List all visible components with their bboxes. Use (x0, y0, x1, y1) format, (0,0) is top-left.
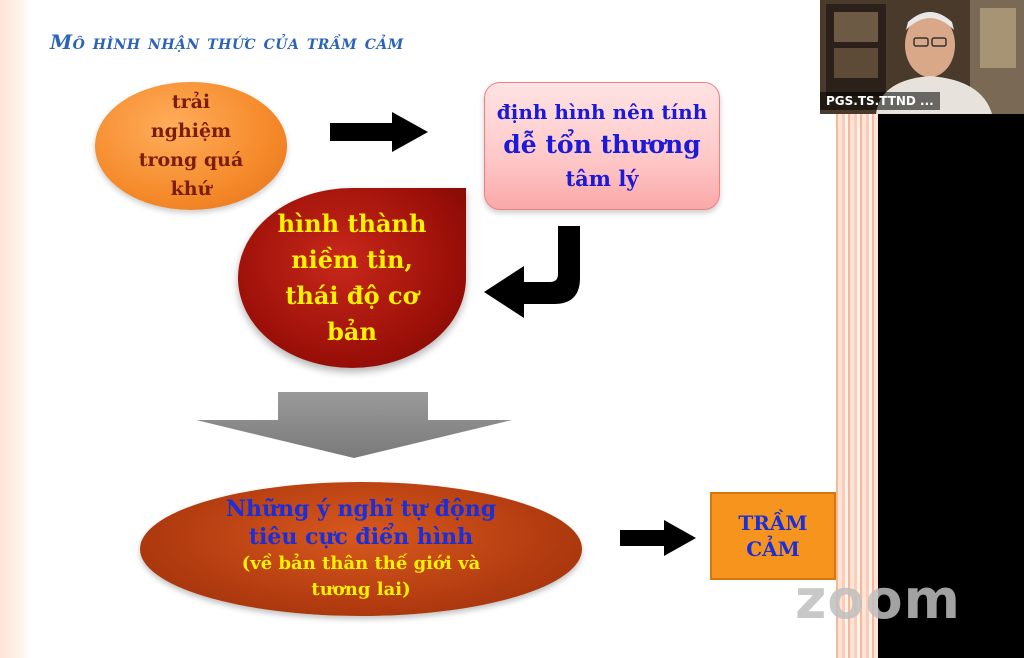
u-turn-arrow-icon (484, 226, 580, 318)
experience-line-4: khứ (170, 178, 212, 200)
slide-title: Mô hình nhận thức của trầm cảm (50, 30, 404, 54)
past-experience-oval: trải nghiệm trong quá khứ (95, 82, 287, 210)
depression-box: TRẦM CẢM (710, 492, 836, 580)
beliefs-line-4: bản (327, 317, 377, 346)
experience-line-3: trong quá (138, 149, 244, 171)
vulnerability-box: định hình nên tính dễ tổn thương tâm lý (484, 82, 720, 210)
vulnerability-line-2: dễ tổn thương (503, 130, 701, 159)
right-arrow-icon (330, 112, 428, 152)
presentation-slide: Mô hình nhận thức của trầm cảm trải nghi… (0, 0, 878, 658)
experience-line-2: nghiệm (150, 120, 232, 142)
beliefs-line-3: thái độ cơ (285, 281, 419, 310)
slide-left-decoration (0, 0, 30, 658)
thoughts-line-2: tiêu cực điển hình (248, 524, 474, 550)
vulnerability-line-3: tâm lý (565, 166, 639, 191)
down-arrow-icon (196, 392, 512, 458)
negative-thoughts-oval: Những ý nghĩ tự động tiêu cực điển hình … (140, 482, 582, 616)
participant-video-tile[interactable]: PGS.TS.TTND ... (820, 0, 1024, 114)
zoom-watermark-logo: zoom (795, 568, 961, 631)
participant-name-label: PGS.TS.TTND ... (820, 92, 940, 110)
vulnerability-line-1: định hình nên tính (496, 100, 708, 124)
thoughts-line-4: tương lai) (311, 579, 411, 600)
basic-beliefs-shape: hình thành niềm tin, thái độ cơ bản (238, 188, 466, 368)
beliefs-line-1: hình thành (277, 209, 427, 238)
thoughts-line-3: (về bản thân thế giới và (241, 553, 481, 574)
depression-line-1: TRẦM (738, 511, 808, 535)
experience-line-1: trải (171, 91, 211, 113)
right-arrow-icon (620, 520, 696, 556)
beliefs-line-2: niềm tin, (291, 245, 413, 274)
depression-line-2: CẢM (746, 537, 800, 561)
thoughts-line-1: Những ý nghĩ tự động (225, 496, 497, 522)
